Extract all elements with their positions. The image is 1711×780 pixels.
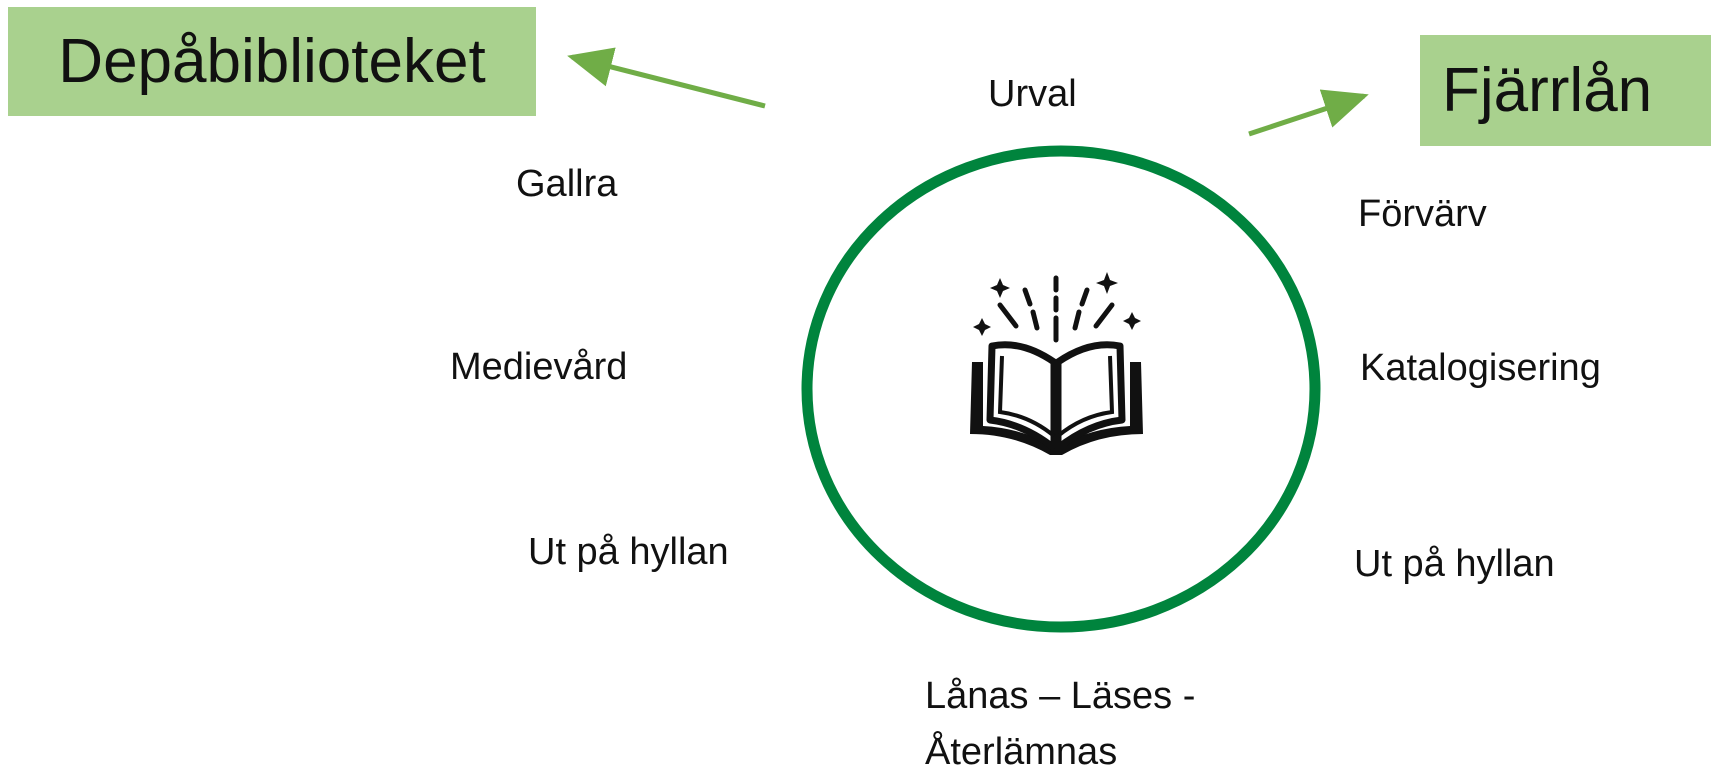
fjarrlan-box: Fjärrlån [1420, 35, 1711, 146]
step-medievard: Medievård [450, 346, 628, 388]
step-urval: Urval [988, 73, 1077, 115]
bottom-label-line-2: Återlämnas [925, 731, 1118, 773]
cycle-circle [801, 145, 1321, 633]
step-ut-pa-hyllan-right: Ut på hyllan [1354, 543, 1555, 585]
step-forvarv: Förvärv [1358, 193, 1487, 235]
step-ut-pa-hyllan-left: Ut på hyllan [528, 531, 729, 573]
bottom-label-line-1: Lånas – Läses - [925, 675, 1196, 717]
arrow-to-fjarrlan [1248, 89, 1369, 137]
open-book-sparkles-icon [970, 272, 1143, 455]
step-lanas-lases-aterlamnas: Lånas – Läses - Återlämnas [925, 668, 1195, 780]
arrow-to-depabiblioteket [567, 47, 766, 109]
step-katalogisering: Katalogisering [1360, 347, 1601, 389]
depabiblioteket-box: Depåbiblioteket [8, 7, 536, 116]
depabiblioteket-label: Depåbiblioteket [58, 27, 486, 96]
fjarrlan-label: Fjärrlån [1442, 56, 1653, 125]
step-gallra: Gallra [516, 163, 618, 205]
